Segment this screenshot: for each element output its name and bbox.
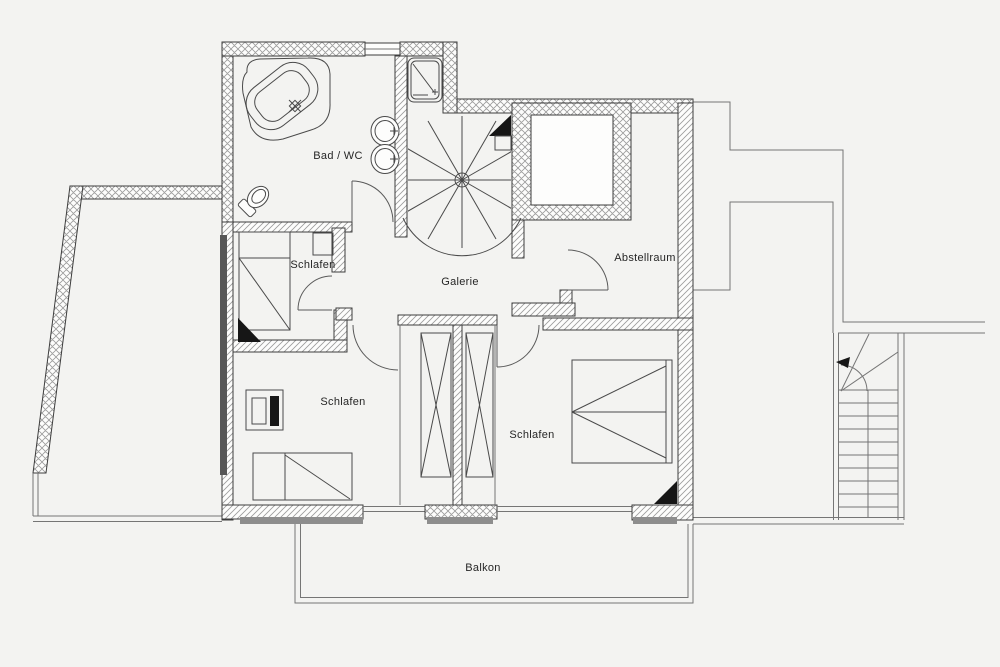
bath-bottom-wall (232, 221, 353, 233)
toilet (237, 185, 270, 218)
shower (407, 57, 443, 103)
label-galerie: Galerie (441, 276, 479, 288)
exterior-walls (220, 41, 694, 524)
bathroom (237, 57, 443, 218)
label-abstellraum: Abstellraum (614, 252, 675, 264)
terrace (32, 185, 234, 522)
bedroom1-furniture (238, 231, 334, 342)
bedroom1-marker-triangle (238, 318, 261, 342)
abstellraum-door[interactable] (567, 249, 609, 291)
top-window (364, 42, 401, 56)
label-schlafen-left: Schlafen (320, 396, 365, 408)
tub-drain (288, 99, 302, 113)
wardrobe-top-wall (397, 314, 498, 326)
bottom-wall-left (221, 504, 364, 520)
abstellraum-wall-h (511, 302, 576, 317)
bath-door[interactable] (351, 180, 394, 223)
bedroom1-door[interactable] (297, 275, 333, 311)
bedroom1-bottom-wall (232, 339, 348, 353)
stair-treads (838, 333, 899, 518)
bed-single-2 (252, 452, 353, 501)
bedroom2-furniture (245, 389, 353, 501)
interior-walls (232, 55, 694, 506)
top-step-wall (442, 41, 458, 114)
dresser (245, 389, 284, 431)
wardrobe-left (420, 332, 452, 478)
balcony-window-2 (427, 517, 493, 524)
bedroom3-door[interactable] (496, 324, 540, 368)
nightstand (312, 232, 334, 256)
bedroom2-door[interactable] (352, 324, 399, 371)
stair-direction-arrow (836, 357, 868, 392)
wardrobes (420, 332, 494, 478)
label-schlafen-top: Schlafen (290, 259, 335, 271)
corner-bathtub (242, 57, 331, 141)
terrace-wall-top (69, 185, 234, 200)
abstellraum-hinge-stub (559, 289, 573, 304)
balcony-railing (294, 517, 904, 604)
bed-single-1 (238, 231, 291, 331)
stair-left-wall (394, 55, 408, 238)
doors (297, 180, 609, 371)
label-bad-wc: Bad / WC (313, 150, 362, 162)
label-schlafen-right: Schlafen (509, 429, 554, 441)
bedroom3-marker-triangle (654, 481, 677, 504)
top-wall-bath (221, 41, 366, 57)
twin-washbasins (370, 116, 400, 174)
stair-marker-triangle (489, 115, 511, 136)
bottom-wall-pier (424, 504, 498, 520)
bedroom3-furniture (571, 359, 677, 504)
balcony-window-1 (240, 517, 363, 524)
terrace-wall-slanted (32, 185, 84, 474)
shaft-void (530, 114, 614, 206)
right-wall (677, 102, 694, 521)
wardrobe-partition (452, 324, 463, 506)
exterior-stair (833, 333, 905, 520)
top-wall-shower (399, 41, 444, 57)
roof-outline (693, 101, 985, 334)
left-window-band (220, 235, 227, 475)
left-wall-upper (221, 41, 234, 223)
galerie-sw-stub (335, 307, 353, 321)
room-labels: Bad / WC Schlafen Schlafen Schlafen Gale… (290, 150, 675, 574)
bedroom3-top-wall (542, 317, 694, 331)
balcony-window-3 (633, 517, 677, 524)
spiral-staircase (402, 115, 522, 257)
label-balkon: Balkon (465, 562, 500, 574)
wardrobe-right (465, 332, 494, 478)
bedroom1-right-wall-upper (331, 227, 346, 273)
